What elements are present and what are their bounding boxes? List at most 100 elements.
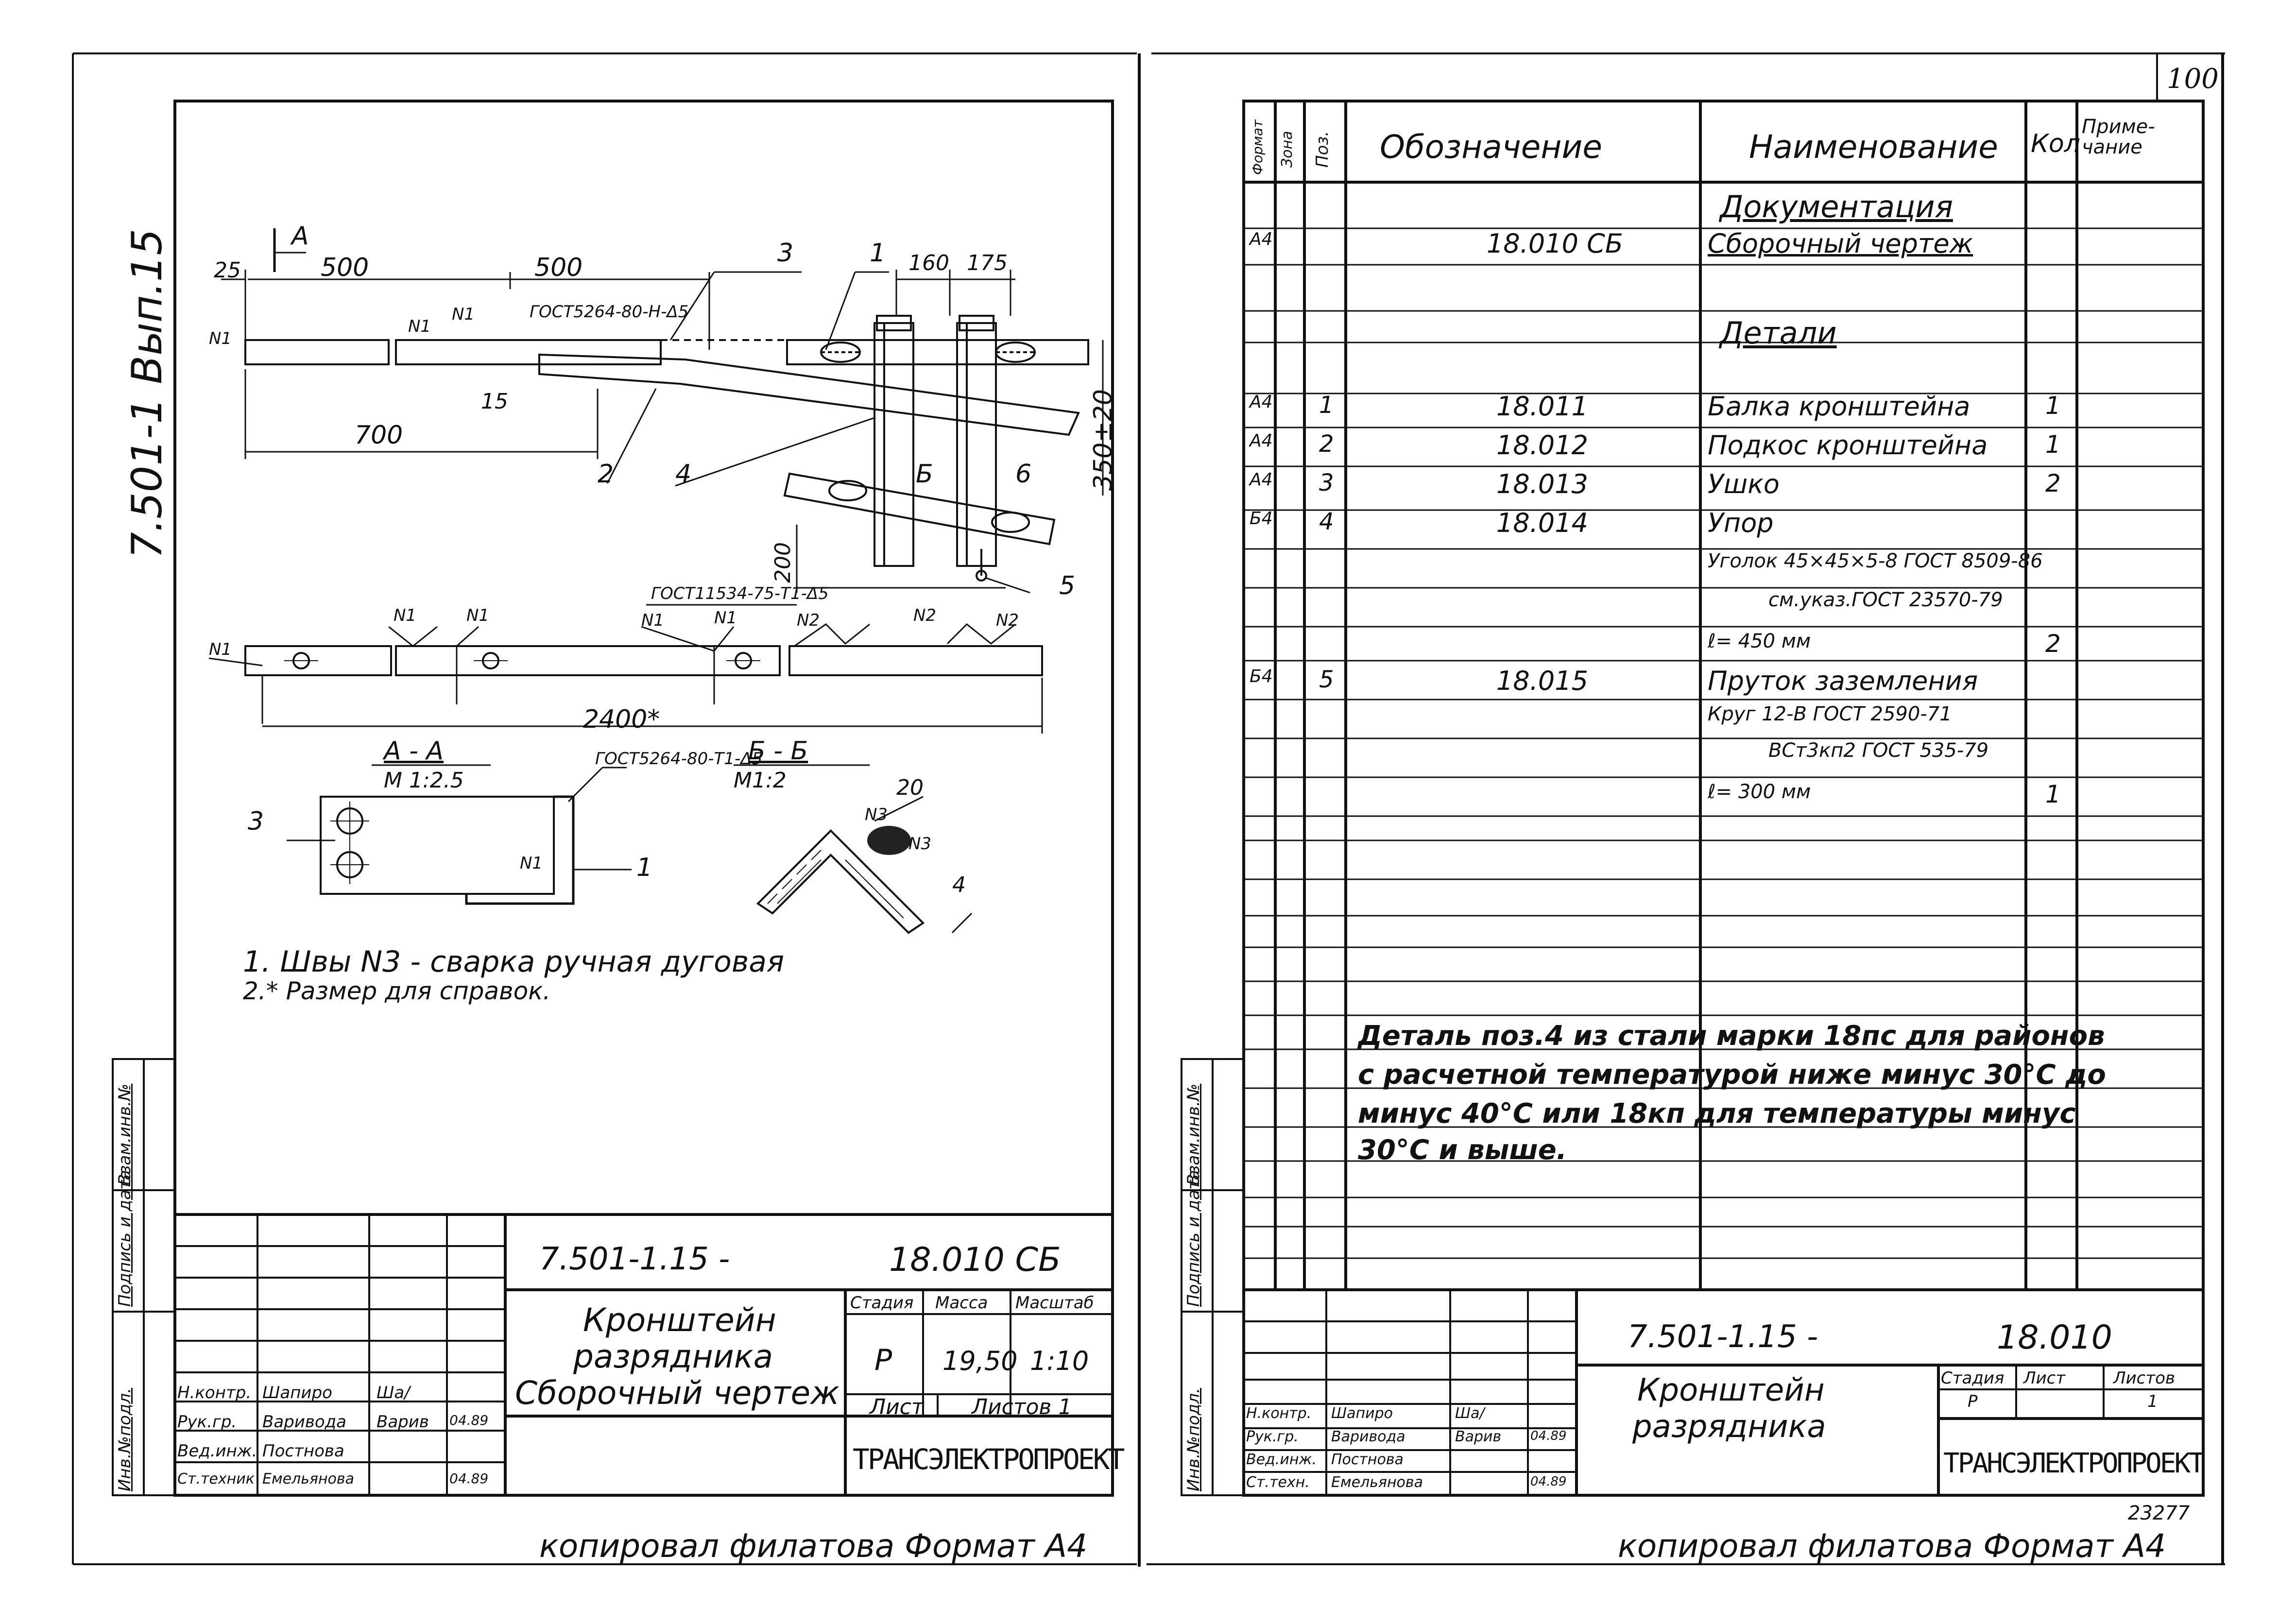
weld-mark-n1-f: N1	[466, 606, 490, 625]
weld-mark-n3-b: N3	[908, 834, 932, 854]
spec-name: Подкос кронштейна	[1708, 430, 1988, 461]
hdr-name: Наименование	[1749, 128, 1998, 166]
side-label-replace: Взам.инв.№	[115, 1083, 135, 1185]
right-sheets: 1	[2147, 1392, 2158, 1411]
right-name-1: Кронштейн	[1637, 1372, 1825, 1408]
gost-weld-3: ГОСТ5264-80-Т1-Δ5	[595, 749, 763, 769]
pos-label-1-section: 1	[636, 853, 653, 882]
section-bb-dim-4: 4	[952, 872, 966, 897]
weld-mark-n1-c: N1	[452, 305, 475, 324]
sheet-number: 100	[2167, 63, 2219, 95]
weld-mark-n3-a: N3	[865, 805, 888, 824]
right-role-name-3: Емельянова	[1331, 1474, 1423, 1491]
dim-175: 175	[967, 251, 1008, 275]
vertical-doc-code: 7.501-1 Вып.15	[123, 228, 171, 559]
right-role-sign-1: Варив	[1455, 1428, 1502, 1445]
weld-bead	[867, 826, 911, 855]
gost-weld-1: ГОСТ5264-80-Н-Δ5	[530, 302, 689, 322]
spec-name: ℓ= 300 мм	[1708, 781, 1811, 803]
hdr-qty: Кол	[2031, 129, 2080, 158]
section-aa-title: А - А	[384, 736, 444, 766]
hdr-note: Приме-чание	[2082, 116, 2155, 158]
pos-label-2: 2	[598, 460, 614, 489]
copied-note-right: копировал филатова Формат А4	[1618, 1527, 2166, 1565]
right-stage: Р	[1968, 1392, 1978, 1411]
dim-500-a: 500	[321, 253, 369, 282]
spec-name: Документация	[1720, 189, 1953, 224]
copied-note-left: копировал филатова Формат А4	[539, 1527, 1088, 1565]
right-role-0: Н.контр.	[1246, 1405, 1312, 1422]
left-inner-frame	[173, 100, 1114, 1497]
note-line-1: Деталь поз.4 из стали марки 18пс для рай…	[1358, 1020, 2105, 1052]
spec-pos: 1	[1319, 392, 1334, 419]
spec-name: Круг 12-В ГОСТ 2590-71	[1708, 703, 1952, 725]
weld-mark-n1-g: N1	[641, 611, 665, 630]
left-role-0: Н.контр.	[177, 1383, 252, 1402]
gost-weld-2: ГОСТ11534-75-Т1-Δ5	[651, 584, 829, 603]
right-role-3: Ст.техн.	[1246, 1474, 1310, 1491]
spec-name: Сборочный чертеж	[1708, 228, 1973, 259]
hdr-zone: Зона	[1279, 131, 1296, 168]
weld-mark-n2-c: N2	[996, 611, 1019, 630]
right-stage-header: Стадия	[1941, 1368, 2005, 1388]
note-2: 2.* Размер для справок.	[243, 977, 551, 1005]
spec-designation: 18.010 СБ	[1487, 228, 1623, 259]
side-label-sign: Подпись и дата	[115, 1170, 135, 1307]
spec-qty: 1	[2045, 430, 2061, 459]
assembly-drawing	[208, 228, 1104, 934]
spec-name: Пруток заземления	[1708, 666, 1978, 696]
left-designation: 18.010 СБ	[889, 1241, 1061, 1279]
right-sheets-header: Листов	[2113, 1368, 2176, 1388]
spec-name: ВСт3кп2 ГОСТ 535-79	[1768, 739, 1989, 762]
left-role-date-1: 04.89	[449, 1412, 489, 1428]
note-line-2: с расчетной температурой ниже минус 30°С…	[1358, 1059, 2106, 1091]
spec-designation: 18.015	[1496, 666, 1588, 696]
left-doc-code: 7.501-1.15 -	[539, 1241, 730, 1277]
left-role-sign-1: Варив	[377, 1412, 429, 1432]
spec-name: ℓ= 450 мм	[1708, 630, 1811, 652]
left-role-1: Рук.гр.	[177, 1412, 237, 1432]
spec-name: Балка кронштейна	[1708, 391, 1970, 422]
dim-2400: 2400*	[583, 705, 660, 734]
dim-500-b: 500	[534, 253, 583, 282]
spec-format: А4	[1250, 229, 1273, 249]
hdr-pos: Поз.	[1313, 131, 1332, 168]
dim-700: 700	[355, 421, 403, 450]
left-name-2: разрядника	[573, 1338, 773, 1375]
dim-25: 25	[214, 258, 241, 283]
spec-name: см.указ.ГОСТ 23570-79	[1768, 589, 2003, 611]
section-aa-scale: М 1:2.5	[384, 768, 464, 793]
spec-format: А4	[1250, 431, 1273, 451]
weld-mark-n1-h: N1	[714, 608, 737, 628]
pos-label-1: 1	[870, 239, 886, 268]
note-1: 1. Швы N3 - сварка ручная дуговая	[243, 945, 785, 979]
spec-qty: 1	[2045, 780, 2061, 808]
right-designation: 18.010	[1997, 1318, 2112, 1357]
dim-15: 15	[481, 389, 508, 414]
hdr-designation: Обозначение	[1380, 128, 1602, 166]
right-role-date-1: 04.89	[1530, 1429, 1567, 1443]
pos-label-3: 3	[777, 239, 794, 268]
spec-pos: 3	[1319, 469, 1334, 496]
section-bb-scale: М1:2	[734, 768, 787, 793]
left-scale: 1:10	[1030, 1346, 1089, 1376]
section-bb-dim-20: 20	[896, 775, 924, 800]
note-line-4: 30°С и выше.	[1358, 1134, 1567, 1166]
weld-mark-n1-d: N1	[209, 640, 232, 659]
pos-label-4: 4	[675, 460, 692, 489]
spec-format: А4	[1250, 470, 1273, 490]
side-label-inv: Инв.№подл.	[115, 1388, 135, 1491]
pos-label-5: 5	[1059, 571, 1076, 600]
right-role-1: Рук.гр.	[1246, 1428, 1299, 1445]
left-sheet-label: Лист	[870, 1395, 924, 1419]
dim-200: 200	[771, 542, 795, 583]
r-side-label-sign: Подпись и дата	[1184, 1170, 1203, 1307]
left-stage: Р	[874, 1343, 892, 1377]
archive-number: 23277	[2128, 1502, 2190, 1524]
left-company: ТРАНСЭЛЕКТРОПРОЕКТ	[853, 1443, 1125, 1476]
left-role-name-2: Постнова	[262, 1441, 344, 1461]
r-side-label-replace: Взам.инв.№	[1184, 1083, 1203, 1185]
left-role-3: Ст.техник	[177, 1470, 255, 1487]
right-company: ТРАНСЭЛЕКТРОПРОЕКТ	[1943, 1448, 2205, 1479]
